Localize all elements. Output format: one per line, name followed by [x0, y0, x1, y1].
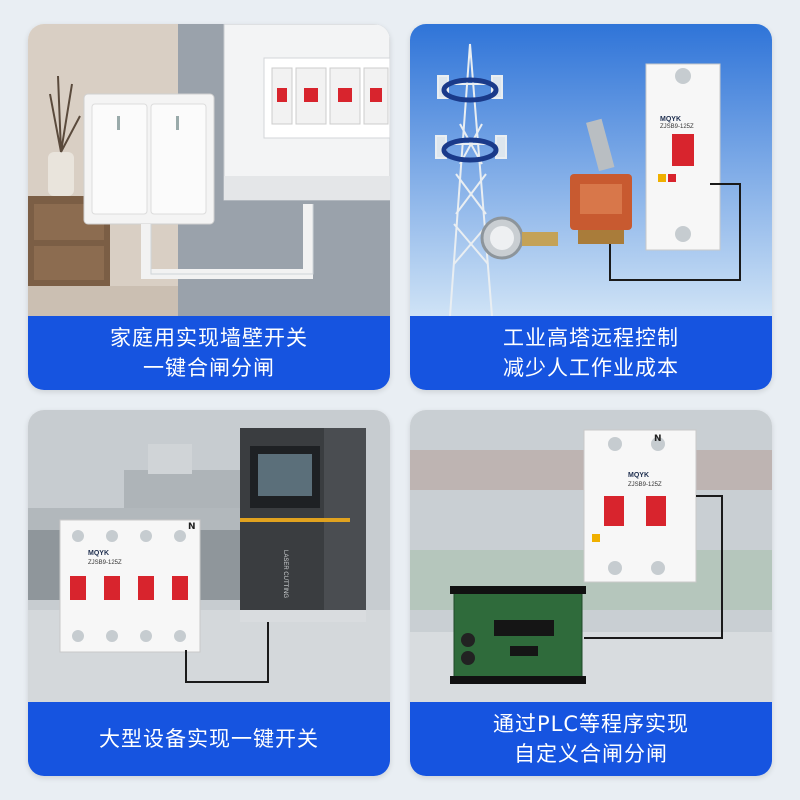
card-industrial-tower: MQYK ZJSB9-125Z 工业高塔远程控制 减少人工作业成本	[410, 24, 772, 390]
caption-line-1: 家庭用实现墙壁开关	[110, 326, 308, 350]
home-illustration	[28, 24, 390, 316]
distribution-box-icon	[223, 24, 390, 201]
breaker-neutral-label: N	[188, 522, 196, 532]
home-scene	[28, 24, 390, 316]
four-pole-breaker-icon	[59, 519, 201, 653]
card-home-wall-switch: 家庭用实现墙壁开关 一键合闸分闸	[28, 24, 390, 390]
plc-board-icon	[450, 586, 586, 684]
breaker-module-icon	[645, 63, 721, 251]
tower-scene: MQYK ZJSB9-125Z	[410, 24, 772, 317]
caption-line-2: 自定义合闸分闸	[514, 742, 668, 766]
tower-illustration	[410, 24, 772, 317]
caption-home: 家庭用实现墙壁开关 一键合闸分闸	[28, 316, 390, 390]
two-pole-breaker-icon	[583, 429, 697, 583]
equipment-scene: MQYK ZJSB9-125Z N LASER CUTTING	[28, 410, 390, 702]
push-button-icon	[480, 216, 558, 260]
caption-line-2: 减少人工作业成本	[503, 356, 679, 380]
caption-line-1: 通过PLC等程序实现	[492, 712, 690, 736]
laser-cabinet-icon	[240, 428, 366, 622]
breaker-model-label: ZJSB9-125Z	[660, 124, 694, 130]
breaker-brand-label: MQYK	[628, 472, 649, 479]
plc-scene: MQYK ZJSB9-125Z N	[410, 410, 772, 702]
caption-equipment: 大型设备实现一键开关	[28, 702, 390, 776]
breaker-model-label: ZJSB9-125Z	[628, 482, 662, 488]
card-large-equipment: MQYK ZJSB9-125Z N LASER CUTTING 大型设备实现一键…	[28, 410, 390, 776]
breaker-model-label: ZJSB9-125Z	[88, 560, 122, 566]
caption-line-1: 工业高塔远程控制	[503, 326, 679, 350]
caption-tower: 工业高塔远程控制 减少人工作业成本	[410, 316, 772, 390]
caption-plc: 通过PLC等程序实现 自定义合闸分闸	[410, 702, 772, 776]
toggle-switch-icon	[570, 118, 632, 244]
caption-line-1: 大型设备实现一键开关	[99, 727, 319, 751]
breaker-brand-label: MQYK	[88, 550, 109, 557]
plc-illustration	[410, 410, 772, 702]
card-plc-control: MQYK ZJSB9-125Z N 通过PLC等程序实现 自定义合闸分闸	[410, 410, 772, 776]
equipment-illustration	[28, 410, 390, 702]
breaker-neutral-label: N	[654, 434, 662, 444]
wall-switch-icon	[83, 93, 215, 225]
breaker-brand-label: MQYK	[660, 116, 681, 123]
laser-side-label: LASER CUTTING	[282, 550, 288, 599]
telecom-tower-icon	[435, 43, 507, 317]
caption-line-2: 一键合闸分闸	[143, 356, 275, 380]
